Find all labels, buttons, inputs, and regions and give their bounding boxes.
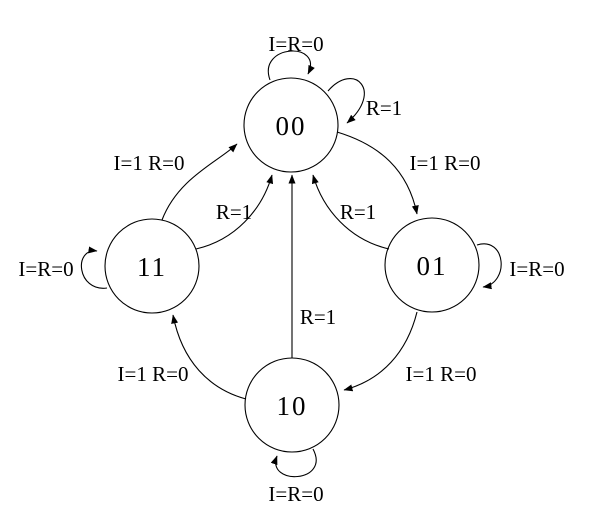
- self-loop-00-top: [267, 50, 315, 81]
- state-11: 11: [104, 218, 200, 314]
- transition-label-10-to-00: R=1: [300, 305, 336, 329]
- transition-label-00-to-01: I=1 R=0: [410, 151, 481, 175]
- transition-label-10-to-11: I=1 R=0: [118, 362, 189, 386]
- transition-arc-00-to-01: [336, 131, 419, 215]
- state-10: 10: [244, 357, 340, 453]
- state-circle-10: [244, 357, 340, 453]
- transition-label-01-self: I=R=0: [509, 257, 564, 281]
- state-label-01: 01: [417, 251, 448, 281]
- state-00: 00: [243, 77, 339, 173]
- transition-arc-01-to-10: [343, 311, 418, 392]
- state-label-11: 11: [137, 252, 167, 282]
- transition-edges: [80, 50, 502, 478]
- transition-labels: I=R=0 R=1 I=1 R=0 I=R=0 R=1 I=1 R=0 I=R=…: [18, 32, 564, 506]
- state-label-00: 00: [276, 111, 307, 141]
- self-loop-11-left: [80, 246, 108, 289]
- self-loop-10-bottom: [270, 448, 317, 478]
- transition-label-11-to-00-inner: R=1: [216, 200, 252, 224]
- transition-arc-11-to-00-inner: [195, 174, 274, 250]
- state-circle-11: [104, 218, 200, 314]
- transition-label-00-self-right: R=1: [366, 96, 402, 120]
- transition-label-01-to-10: I=1 R=0: [406, 362, 477, 386]
- state-label-10: 10: [277, 391, 308, 421]
- transition-label-00-self-top: I=R=0: [268, 32, 323, 56]
- state-01: 01: [384, 217, 480, 313]
- transition-label-10-self: I=R=0: [268, 482, 323, 506]
- transition-label-11-to-00-outer: I=1 R=0: [114, 151, 185, 175]
- self-loop-00-right: [327, 78, 365, 124]
- transition-arc-10-to-11: [171, 314, 247, 400]
- transition-arc-01-to-00: [311, 174, 390, 250]
- transition-arc-11-to-00-outer: [161, 143, 238, 221]
- transition-label-11-self: I=R=0: [18, 257, 73, 281]
- transition-label-01-to-00: R=1: [340, 200, 376, 224]
- self-loop-01-right: [476, 243, 502, 290]
- state-circle-01: [384, 217, 480, 313]
- state-circle-00: [243, 77, 339, 173]
